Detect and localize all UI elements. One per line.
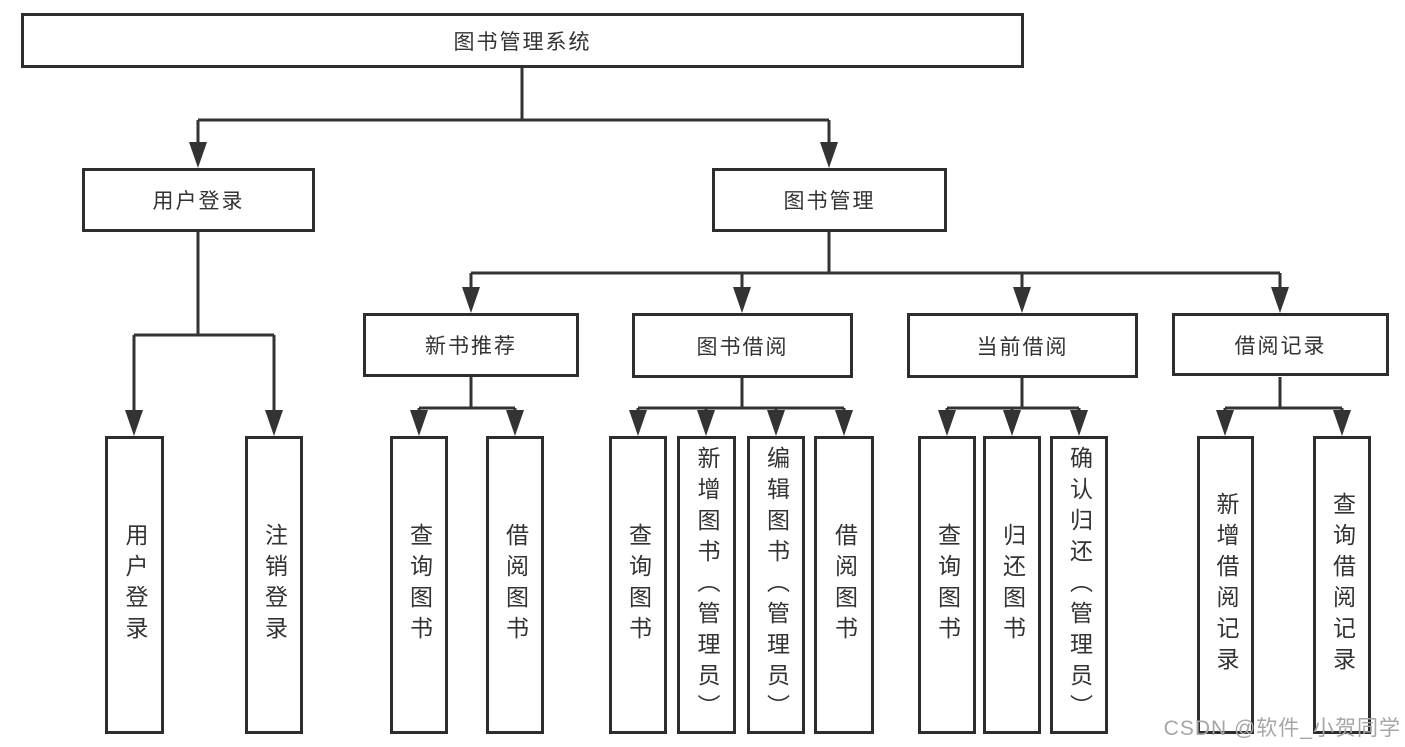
node-borrowing-records: 借阅记录	[1172, 313, 1389, 376]
leaf-search-books-3: 查询图书	[918, 436, 976, 734]
leaf-borrow-books-2: 借阅图书	[814, 436, 874, 734]
node-library-management-system: 图书管理系统	[21, 13, 1024, 68]
node-new-book-recommendation: 新书推荐	[363, 313, 579, 377]
leaf-search-books-2: 查询图书	[609, 436, 667, 734]
leaf-add-book-admin-label: 新增图书（管理员）	[694, 445, 720, 725]
csdn-watermark: CSDN @软件_小贺同学	[1163, 717, 1401, 740]
node-book-borrowing: 图书借阅	[632, 313, 853, 378]
leaf-search-books-1-label: 查询图书	[406, 523, 433, 647]
leaf-user-login-label: 用户登录	[122, 523, 148, 647]
leaf-add-borrow-record: 新增借阅记录	[1197, 436, 1254, 734]
leaf-confirm-return-admin-label: 确认归还（管理员）	[1066, 445, 1093, 725]
leaf-borrow-books-1: 借阅图书	[486, 436, 544, 734]
leaf-search-books-1: 查询图书	[390, 436, 448, 734]
leaf-add-borrow-record-label: 新增借阅记录	[1213, 492, 1239, 678]
leaf-search-borrow-record: 查询借阅记录	[1313, 436, 1371, 734]
leaf-borrow-books-2-label: 借阅图书	[831, 523, 858, 647]
leaf-logout: 注销登录	[245, 436, 303, 734]
leaf-search-books-3-label: 查询图书	[934, 523, 961, 647]
leaf-edit-book-admin-label: 编辑图书（管理员）	[763, 445, 790, 725]
node-user-login: 用户登录	[82, 168, 315, 232]
node-current-borrowing: 当前借阅	[907, 313, 1138, 378]
leaf-add-book-admin: 新增图书（管理员）	[677, 436, 736, 734]
leaf-user-login: 用户登录	[105, 436, 164, 734]
leaf-return-book-label: 归还图书	[999, 523, 1026, 647]
node-book-management: 图书管理	[712, 168, 947, 232]
leaf-confirm-return-admin: 确认归还（管理员）	[1050, 436, 1108, 734]
leaf-return-book: 归还图书	[983, 436, 1041, 734]
leaf-edit-book-admin: 编辑图书（管理员）	[747, 436, 805, 734]
leaf-borrow-books-1-label: 借阅图书	[502, 523, 529, 647]
leaf-search-books-2-label: 查询图书	[625, 523, 652, 647]
leaf-search-borrow-record-label: 查询借阅记录	[1329, 492, 1356, 678]
leaf-logout-label: 注销登录	[261, 523, 288, 647]
